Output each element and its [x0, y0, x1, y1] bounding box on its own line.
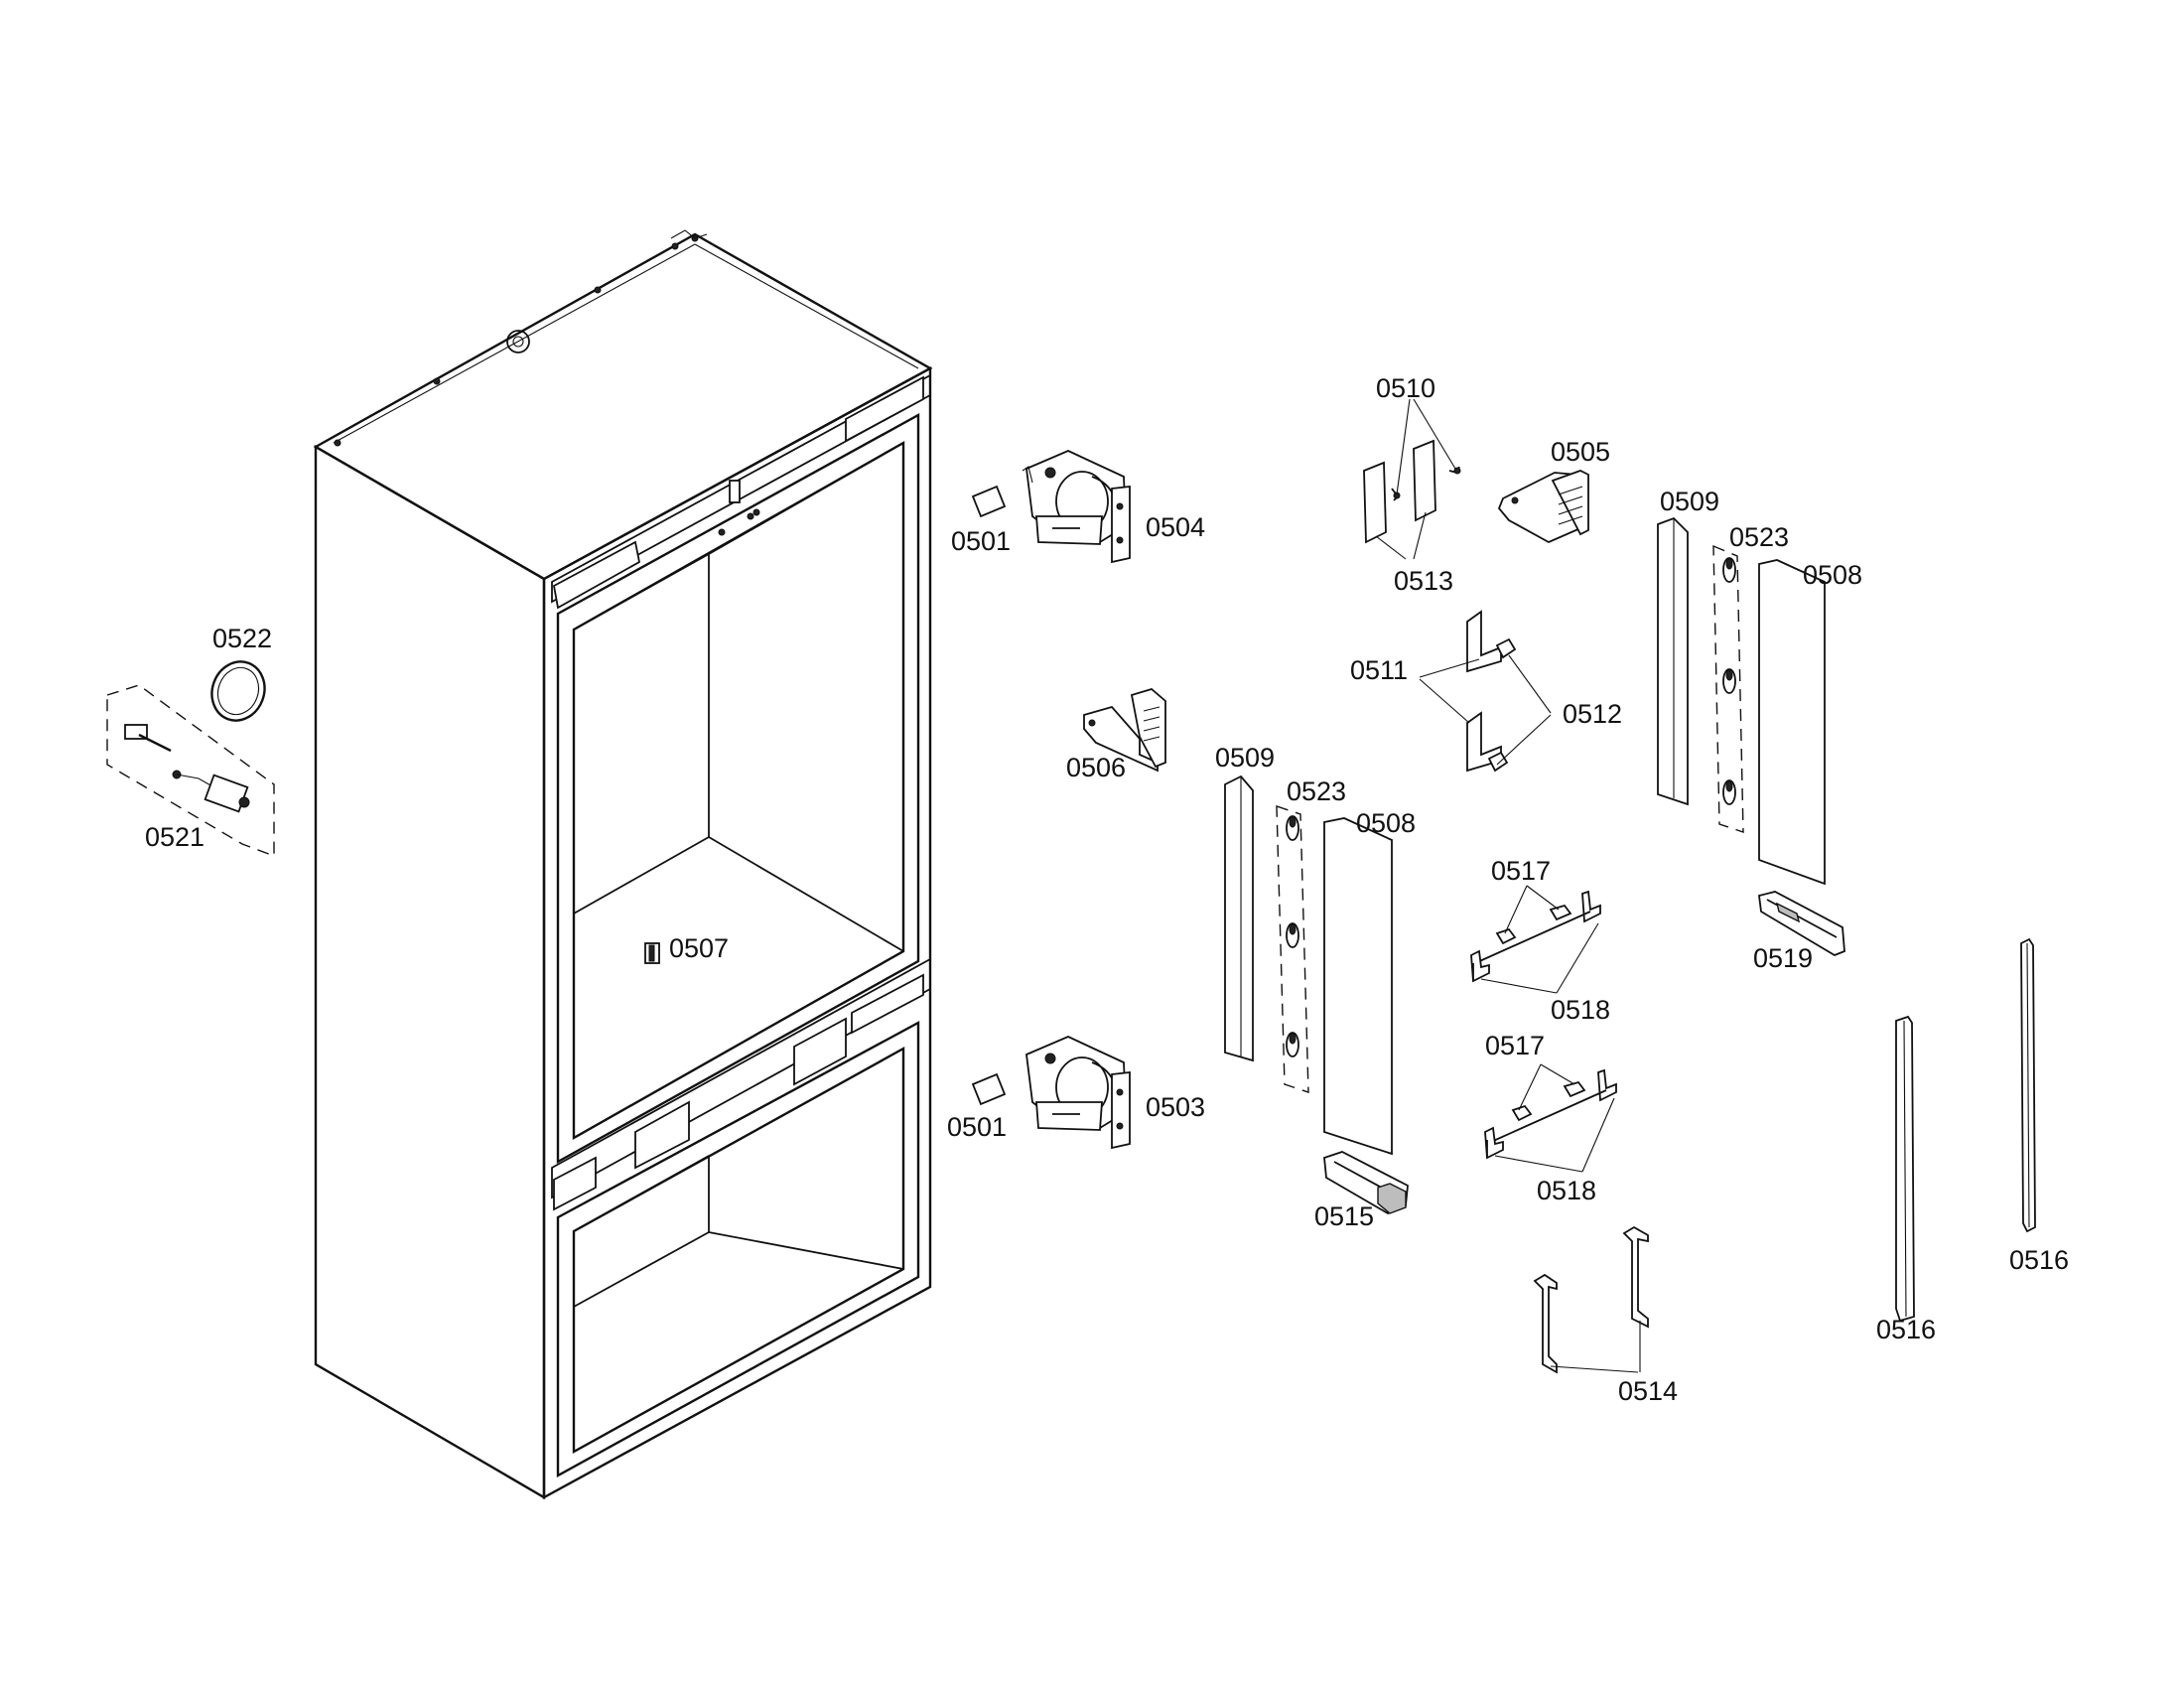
label-0519: 0519: [1753, 943, 1813, 973]
part-0509-right: [1657, 516, 1689, 806]
part-0512-caps: [1487, 637, 1517, 773]
label-0505: 0505: [1551, 437, 1610, 467]
label-0509-left: 0509: [1215, 743, 1275, 773]
leader-lines-0511-0512: [1419, 654, 1552, 766]
label-0516-right: 0516: [2009, 1245, 2069, 1275]
part-0511-clips: [1466, 610, 1502, 773]
label-0517-top: 0517: [1491, 856, 1551, 886]
part-0504-hinge: [1022, 450, 1131, 564]
label-0503: 0503: [1146, 1092, 1205, 1122]
leader-lines-0517-0518-bottom: [1494, 1063, 1615, 1173]
part-0501-top: [971, 485, 1007, 518]
leader-lines-0510-0513: [1375, 398, 1456, 560]
part-0506-bracket: [1083, 687, 1166, 773]
label-0506: 0506: [1066, 753, 1126, 782]
label-0513: 0513: [1394, 566, 1453, 596]
part-0515-rail: [1323, 1151, 1409, 1215]
part-0514-brackets: [1533, 1225, 1649, 1374]
label-0504: 0504: [1146, 512, 1205, 542]
part-0508-left: [1323, 817, 1393, 1156]
label-0518-top: 0518: [1551, 995, 1610, 1025]
refrigerator-cabinet: [313, 229, 933, 1500]
part-0505-bracket: [1497, 470, 1589, 544]
label-0523-right: 0523: [1729, 522, 1789, 552]
part-0503-hinge: [1025, 1036, 1131, 1150]
label-0508-left: 0508: [1356, 808, 1416, 838]
part-0521-assembly: [106, 684, 275, 858]
part-0517-top: [1495, 904, 1572, 945]
label-0523-left: 0523: [1287, 776, 1346, 806]
label-0517-bottom: 0517: [1485, 1031, 1545, 1060]
part-labels: 0522 0521 0501 0504 0506 0507 0501 0503 …: [145, 373, 2069, 1406]
label-0514: 0514: [1618, 1376, 1678, 1406]
part-0509-left: [1224, 774, 1254, 1062]
label-0522: 0522: [212, 624, 272, 653]
part-0510-screws: [1391, 466, 1461, 501]
part-0518-bottom: [1484, 1068, 1617, 1160]
part-0508-right: [1758, 559, 1826, 886]
part-0522-ring: [210, 660, 266, 722]
part-0523-right: [1712, 544, 1744, 833]
label-0510: 0510: [1376, 373, 1435, 403]
part-0513-plates: [1363, 439, 1436, 544]
part-0516-left-strip: [1895, 1015, 1915, 1323]
label-0515: 0515: [1314, 1201, 1374, 1231]
leader-lines-0517-0518-top: [1480, 885, 1599, 994]
part-0516-right-strip: [2020, 937, 2036, 1233]
label-0501-bottom: 0501: [947, 1112, 1007, 1142]
part-0507: [644, 942, 660, 964]
part-0501-bottom: [971, 1072, 1007, 1106]
label-0516-left: 0516: [1876, 1315, 1936, 1344]
label-0518-bottom: 0518: [1537, 1176, 1596, 1205]
label-0501-top: 0501: [951, 526, 1011, 556]
part-0523-left: [1276, 805, 1309, 1093]
leader-lines-0514: [1550, 1321, 1641, 1373]
label-0509-right: 0509: [1660, 487, 1719, 516]
label-0512: 0512: [1563, 699, 1622, 729]
part-0519-rail: [1758, 891, 1845, 957]
label-0508-right: 0508: [1803, 560, 1862, 590]
label-0511: 0511: [1350, 655, 1408, 685]
label-0507: 0507: [669, 933, 729, 963]
label-0521: 0521: [145, 822, 205, 852]
part-0518-top: [1470, 890, 1601, 983]
